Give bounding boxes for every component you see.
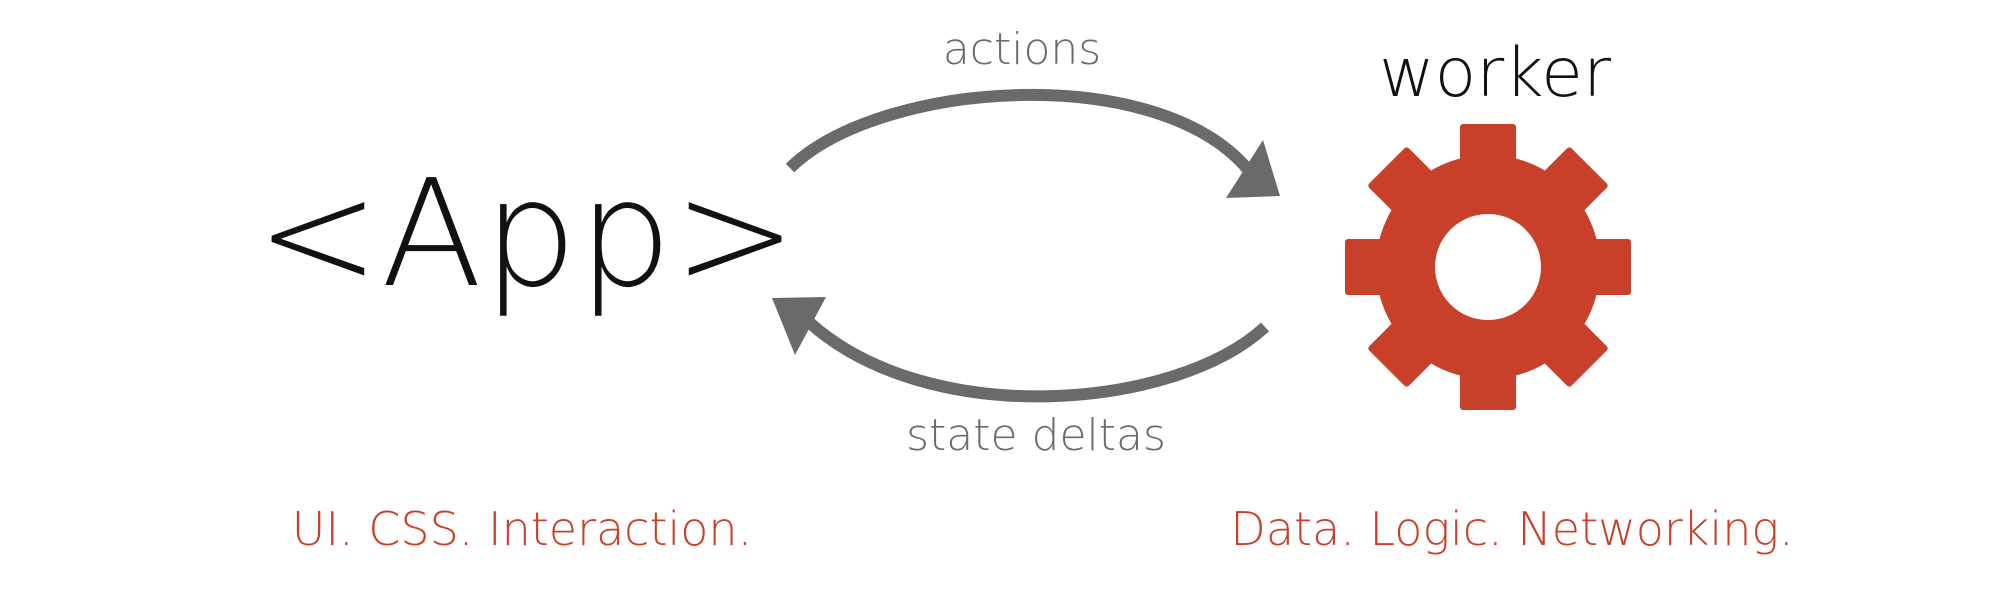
gear-tooth [1368,147,1438,217]
gear-tooth [1460,124,1516,169]
state-deltas-arrow-head [772,297,826,355]
actions-arrow [785,89,1280,198]
gear-hole [1435,214,1541,320]
gear-tooth [1586,239,1631,295]
actions-label: actions [942,24,1102,75]
actions-arrow-head [1226,140,1280,198]
state-deltas-arrow-shaft [806,318,1270,403]
state-deltas-arrow [772,297,1270,403]
app-label: <App> [255,148,799,320]
app-caption: UI. CSS. Interaction. [291,502,753,556]
gear-tooth [1460,365,1516,410]
gear-tooth [1368,317,1438,387]
gear-tooth [1538,317,1608,387]
gear-icon [1345,124,1631,410]
worker-label: worker [1379,34,1611,113]
gear-tooth [1538,147,1608,217]
actions-arrow-shaft [785,89,1255,176]
state-deltas-label: state deltas [906,410,1166,461]
gear-tooth [1345,239,1390,295]
worker-caption: Data. Logic. Networking. [1230,502,1794,556]
